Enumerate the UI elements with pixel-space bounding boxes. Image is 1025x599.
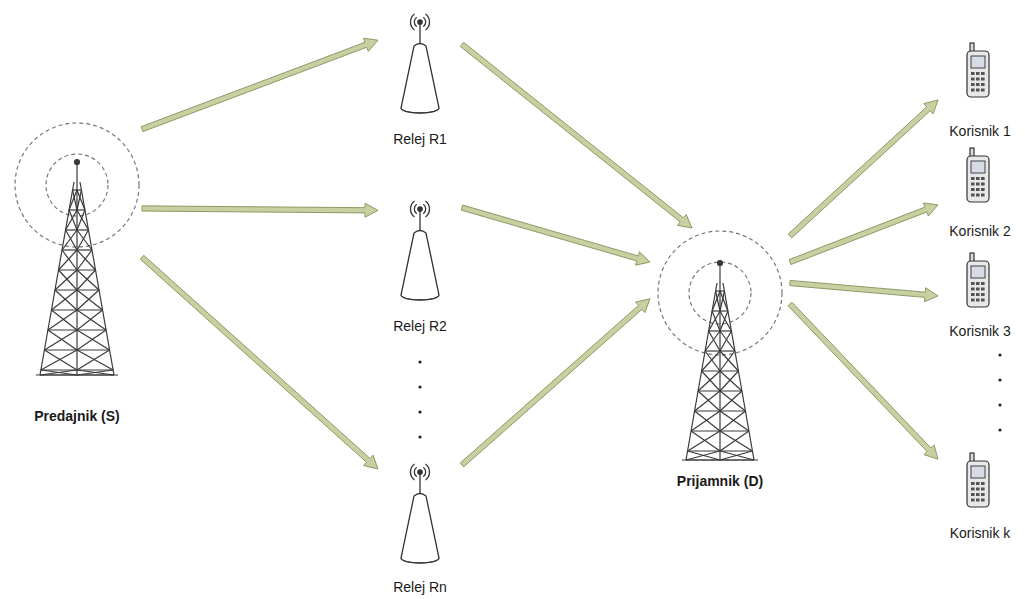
node-label: Relej Rn xyxy=(378,579,462,596)
relay-node: Relej Rn xyxy=(378,458,462,596)
relay-icon xyxy=(378,8,462,148)
node-label: Korisnik 1 xyxy=(938,123,1022,140)
node-label: Relej R1 xyxy=(378,131,462,148)
user-phone: Korisnik 1 xyxy=(938,40,1022,140)
signal-arrow xyxy=(790,280,938,301)
relay-icon xyxy=(378,458,462,596)
signal-arrow xyxy=(788,100,938,238)
relay-icon xyxy=(378,195,462,335)
signal-arrow xyxy=(460,299,650,467)
user-phone: Korisnik k xyxy=(938,450,1022,542)
node-label: Predajnik (S) xyxy=(12,408,142,425)
user-phone: Korisnik 2 xyxy=(938,145,1022,240)
node-label: Korisnik 2 xyxy=(938,223,1022,240)
receiver-tower: Prijamnik (D) xyxy=(650,228,790,490)
node-label: Korisnik k xyxy=(938,525,1022,542)
tower-icon xyxy=(12,120,142,425)
signal-arrow xyxy=(140,255,378,469)
signal-arrow xyxy=(460,42,692,228)
node-label: Prijamnik (D) xyxy=(650,473,790,490)
user-phone: Korisnik 3 xyxy=(938,250,1022,340)
node-label: Korisnik 3 xyxy=(938,323,1022,340)
tower-icon xyxy=(650,228,790,490)
signal-arrow xyxy=(141,38,378,131)
signal-arrow xyxy=(142,203,378,217)
relay-node: Relej R1 xyxy=(378,8,462,148)
signal-arrow xyxy=(788,302,938,459)
relay-node: Relej R2 xyxy=(378,195,462,335)
signal-arrow xyxy=(789,203,938,264)
transmitter-tower: Predajnik (S) xyxy=(12,120,142,425)
node-label: Relej R2 xyxy=(378,318,462,335)
signal-arrow xyxy=(461,205,650,265)
